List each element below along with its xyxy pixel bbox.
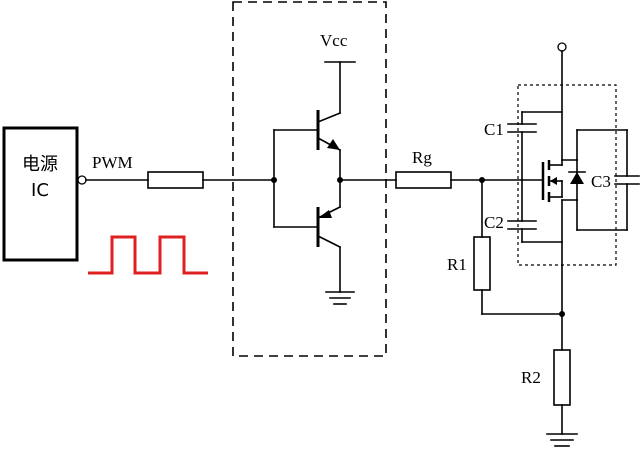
- capacitor-c3: [576, 129, 640, 231]
- vcc-label: Vcc: [320, 31, 348, 50]
- rg-label: Rg: [412, 148, 432, 167]
- mosfet-transistor: [541, 159, 586, 202]
- npn-emitter-arrow-icon: [327, 139, 340, 150]
- ic-label-line2: IC: [31, 180, 49, 201]
- capacitor-c1: [507, 111, 563, 181]
- power-ic-block: 电源 IC: [2, 126, 79, 262]
- gate-resistor-rg: [395, 171, 452, 189]
- source-junction-dot: [559, 311, 565, 317]
- resistor-r1: [473, 236, 491, 291]
- output-ground-icon: [546, 433, 578, 447]
- driver-ground-icon: [325, 291, 355, 305]
- pnp-emitter-arrow-icon: [318, 210, 332, 218]
- pwm-label: PWM: [92, 153, 133, 172]
- pwm-output-terminal: [77, 175, 87, 185]
- pwm-waveform: [88, 235, 208, 275]
- capacitor-c2: [507, 179, 563, 243]
- parasitic-capacitance-box: [517, 84, 617, 266]
- body-diode-icon: [570, 172, 584, 184]
- mosfet-channel-arrow-icon: [550, 177, 557, 185]
- pnp-transistor: [273, 179, 342, 293]
- c3-label: C3: [591, 172, 611, 191]
- input-resistor: [147, 171, 204, 189]
- drain-terminal: [557, 42, 567, 52]
- r1-label: R1: [447, 255, 467, 274]
- resistor-r2: [553, 349, 571, 406]
- npn-transistor: [273, 110, 342, 181]
- c1-label: C1: [484, 120, 504, 139]
- c2-label: C2: [484, 213, 504, 232]
- totem-pole-driver-box: [232, 1, 387, 357]
- ic-label-line1: 电源: [22, 154, 58, 175]
- r2-label: R2: [521, 368, 541, 387]
